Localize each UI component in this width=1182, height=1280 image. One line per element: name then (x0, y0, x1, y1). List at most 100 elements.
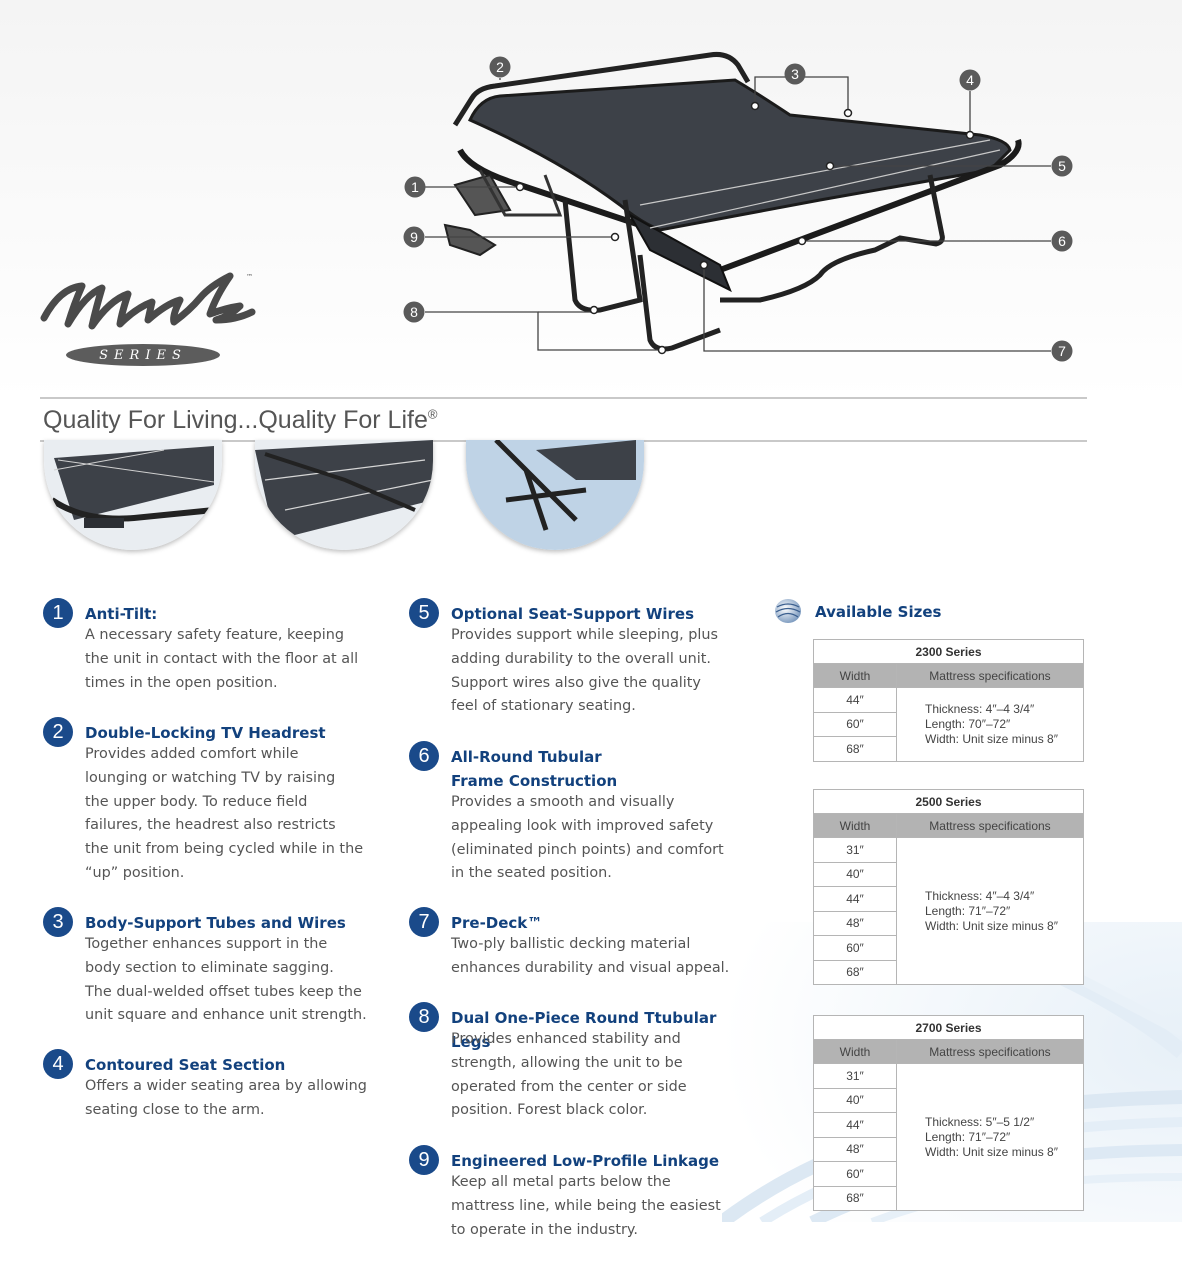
feature-description: Provides enhanced stability and strength… (451, 1031, 687, 1119)
svg-text:1: 1 (411, 179, 419, 195)
detail-image-1 (44, 440, 222, 550)
spec-thickness: Thickness: 5″–5 1/2″ (925, 1114, 1035, 1129)
feature-5: 5 Optional Seat-Support Wires Provides s… (409, 598, 739, 723)
feature-number-badge: 4 (43, 1049, 73, 1079)
spec-width: Width: Unit size minus 8″ (925, 731, 1058, 746)
frame-drawing (443, 52, 1022, 352)
mattress-spec-cell: Thickness: 5″–5 1/2″ Length: 71″–72″ Wid… (896, 1063, 1084, 1211)
width-cell: 44″ (813, 886, 897, 912)
feature-2: 2 Double-Locking TV Headrest Provides ad… (43, 717, 373, 892)
spec-width: Width: Unit size minus 8″ (925, 918, 1058, 933)
feature-number-badge: 3 (43, 907, 73, 937)
column-header-width: Width (813, 1039, 897, 1064)
feature-title: Contoured Seat Section (85, 1056, 286, 1074)
svg-text:5: 5 (1058, 158, 1066, 174)
sofa-bed-mechanism-illustration: 1 2 3 4 5 6 7 8 9 (403, 52, 1073, 362)
table-series-title: 2700 Series (813, 1015, 1084, 1040)
width-cell: 40″ (813, 1087, 897, 1113)
feature-description: Together enhances support in the body se… (85, 936, 367, 1024)
feature-number-badge: 5 (409, 598, 439, 628)
width-cell: 60″ (813, 1161, 897, 1187)
callout-badge-6: 6 (1051, 230, 1073, 252)
size-table-2500: 2500 Series Width Mattress specification… (813, 789, 1084, 985)
spec-length: Length: 71″–72″ (925, 903, 1011, 918)
feature-number-badge: 2 (43, 717, 73, 747)
spec-width: Width: Unit size minus 8″ (925, 1144, 1058, 1159)
feature-3: 3 Body-Support Tubes and Wires Together … (43, 907, 373, 1037)
spec-thickness: Thickness: 4″–4 3/4″ (925, 888, 1035, 903)
series-label: SERIES (66, 344, 220, 366)
tagline-top-rule (40, 397, 1087, 399)
svg-text:2: 2 (496, 59, 504, 75)
feature-title: Engineered Low-Profile Linkage (451, 1152, 720, 1170)
width-cell: 44″ (813, 687, 897, 713)
width-cell: 60″ (813, 711, 897, 737)
feature-description: Keep all metal parts below the mattress … (451, 1174, 721, 1238)
size-table-2700: 2700 Series Width Mattress specification… (813, 1015, 1084, 1211)
feature-1: 1 Anti-Tilt: A necessary safety feature,… (43, 598, 373, 698)
feature-number-badge: 7 (409, 907, 439, 937)
width-cell: 68″ (813, 959, 897, 985)
feature-title: Dual One-Piece Round Ttubular Legs (451, 1009, 717, 1051)
feature-description: Two-ply ballistic decking material enhan… (451, 936, 730, 976)
feature-title: Body-Support Tubes and Wires (85, 914, 346, 932)
spec-thickness: Thickness: 4″–4 3/4″ (925, 701, 1035, 716)
callout-dots (515, 101, 975, 355)
callout-badge-7: 7 (1051, 340, 1073, 362)
column-header-specs: Mattress specifications (896, 663, 1084, 688)
registered-mark: ® (427, 406, 438, 422)
body-support-wires (639, 139, 1001, 229)
feature-8: 8 Dual One-Piece Round Ttubular Legs Pro… (409, 1002, 739, 1127)
logo-trademark: ™ (246, 273, 253, 281)
svg-text:8: 8 (410, 304, 418, 320)
callout-badge-1: 1 (404, 176, 426, 198)
feature-number-badge: 1 (43, 598, 73, 628)
feature-number-badge: 6 (409, 741, 439, 771)
top-background (0, 0, 1182, 400)
max-script-logo-mark (40, 272, 256, 330)
width-cell: 31″ (813, 837, 897, 863)
column-header-specs: Mattress specifications (896, 813, 1084, 838)
column-header-width: Width (813, 813, 897, 838)
feature-title: Optional Seat-Support Wires (451, 605, 695, 623)
feature-number-badge: 9 (409, 1145, 439, 1175)
available-sizes-heading: Available Sizes (815, 603, 942, 621)
feature-description: Provides added comfort while lounging or… (85, 746, 364, 881)
svg-text:7: 7 (1058, 343, 1066, 359)
spec-length: Length: 71″–72″ (925, 1129, 1011, 1144)
callout-badge-5: 5 (1051, 155, 1073, 177)
spec-length: Length: 70″–72″ (925, 716, 1011, 731)
svg-text:4: 4 (966, 72, 974, 88)
column-header-width: Width (813, 663, 897, 688)
width-cell: 48″ (813, 1136, 897, 1162)
mattress-spec-cell: Thickness: 4″–4 3/4″ Length: 70″–72″ Wid… (896, 687, 1084, 762)
callout-badge-2: 2 (489, 56, 511, 78)
callout-badge-8: 8 (403, 301, 425, 323)
headrest-frame (452, 52, 751, 127)
callout-badge-4: 4 (959, 69, 981, 91)
feature-9: 9 Engineered Low-Profile Linkage Keep al… (409, 1145, 739, 1245)
width-cell: 31″ (813, 1063, 897, 1089)
callout-badge-3: 3 (784, 63, 806, 85)
feature-title: Pre-Deck™ (451, 914, 543, 932)
feature-description: Provides a smooth and visually appealing… (451, 794, 724, 882)
pre-deck-panel (627, 212, 732, 293)
table-series-title: 2300 Series (813, 639, 1084, 664)
feature-6: 6 All-Round Tubular Frame Construction P… (409, 741, 739, 891)
feature-description: A necessary safety feature, keeping the … (85, 627, 359, 691)
table-series-title: 2500 Series (813, 789, 1084, 814)
deck-fabric (468, 78, 1012, 232)
feature-number-badge: 8 (409, 1002, 439, 1032)
feature-title: Double-Locking TV Headrest (85, 724, 326, 742)
front-leg-right (637, 254, 721, 352)
svg-text:3: 3 (791, 66, 799, 82)
detail-image-3 (466, 440, 644, 550)
width-cell: 68″ (813, 736, 897, 762)
feature-description: Offers a wider seating area by allowing … (85, 1078, 367, 1118)
width-cell: 40″ (813, 861, 897, 887)
tagline: Quality For Living...Quality For Life® (43, 406, 437, 435)
feature-7: 7 Pre-Deck™ Two-ply ballistic decking ma… (409, 907, 739, 987)
column-header-specs: Mattress specifications (896, 1039, 1084, 1064)
mattress-spec-cell: Thickness: 4″–4 3/4″ Length: 71″–72″ Wid… (896, 837, 1084, 985)
feature-title: All-Round Tubular Frame Construction (451, 748, 618, 790)
